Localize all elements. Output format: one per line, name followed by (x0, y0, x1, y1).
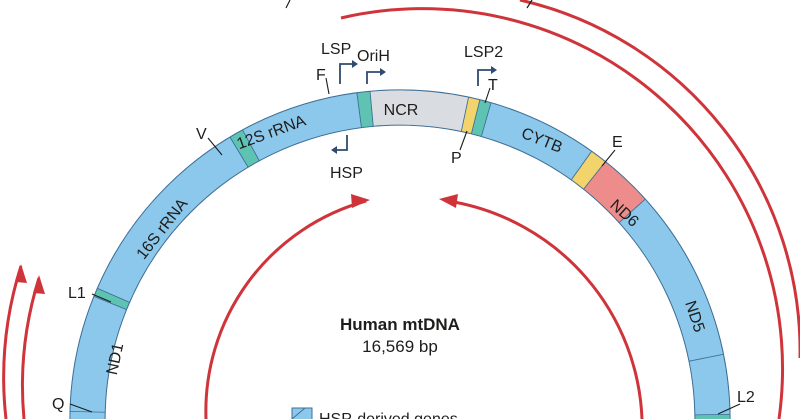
leader-l1 (91, 293, 112, 303)
trna-label-e: E (612, 134, 623, 151)
promoter-label-lsp: LSP (321, 41, 351, 58)
orih-arrow (366, 71, 380, 84)
top-tick-left (285, 0, 291, 9)
promoter-label-lsp2: LSP2 (464, 44, 503, 61)
promoter-label-orih: OriH (357, 48, 390, 65)
outer-arc-left-2-arrowhead (33, 275, 45, 294)
leader-v (207, 137, 223, 156)
inner-arc-right-arrowhead (439, 194, 458, 208)
segment-trna-l2 (694, 413, 731, 419)
inner-arc-left (204, 199, 367, 419)
lsp-promoter-arrow (339, 63, 352, 84)
leader-t (484, 87, 491, 104)
hsp-promoter-arrowhead (331, 146, 337, 154)
segment-trna-p (460, 96, 481, 135)
outer-arc-left-2 (20, 277, 41, 419)
leader-l2 (717, 403, 741, 415)
trna-labels: F V L1 Q T P E L2 (52, 67, 755, 413)
trna-label-l2: L2 (737, 389, 755, 406)
ring-outline (69, 89, 731, 419)
lsp2-promoter-arrowhead (491, 66, 497, 74)
outer-arc-left-1 (2, 265, 23, 419)
leader-e (601, 149, 616, 167)
leader-p (459, 130, 468, 151)
label-ncr: NCR (384, 102, 419, 119)
promoter-labels: LSP OriH HSP LSP2 (321, 41, 503, 182)
trna-label-t: T (488, 77, 498, 94)
lsp-promoter-arrowhead (352, 60, 358, 68)
segment-trna-l1 (93, 287, 130, 311)
leader-f (325, 77, 330, 95)
segment-l2 (688, 353, 731, 419)
segment-q (69, 410, 106, 419)
leader-q (69, 403, 93, 413)
promoters (331, 60, 497, 154)
genome-title: Human mtDNA (340, 315, 460, 334)
trna-label-l1: L1 (68, 285, 86, 302)
hsp-promoter-arrow (336, 135, 348, 151)
trna-label-q: Q (52, 396, 64, 413)
label-nd1: ND1 (104, 342, 127, 377)
outer-arc-left-1-arrowhead (16, 264, 27, 283)
gene-ring (69, 89, 731, 419)
legend-swatch-hsp-genes (291, 407, 313, 419)
inner-transcripts (204, 194, 644, 419)
segment-trna-v (229, 129, 260, 168)
leader-lines (69, 77, 741, 415)
inner-arc-left-arrowhead (351, 194, 370, 208)
legend: HSP-derived genes (291, 407, 458, 419)
lsp2-promoter-arrow (477, 69, 491, 86)
promoter-label-hsp: HSP (330, 165, 363, 182)
legend-label-hsp-genes: HSP-derived genes (319, 411, 458, 419)
legend-swatch-slash (291, 407, 306, 419)
orih-arrowhead (380, 68, 386, 76)
genome-length: 16,569 bp (362, 337, 438, 356)
inner-arc-right (453, 200, 644, 419)
outer-arc-right-1 (340, 7, 785, 419)
trna-label-f: F (316, 67, 326, 84)
segment-trna-t (470, 99, 492, 137)
trna-label-p: P (451, 150, 462, 167)
segment-nd5-main (618, 198, 724, 362)
top-tick-right (526, 0, 533, 9)
outer-arc-right-2 (519, 0, 800, 358)
trna-label-v: V (196, 126, 207, 143)
